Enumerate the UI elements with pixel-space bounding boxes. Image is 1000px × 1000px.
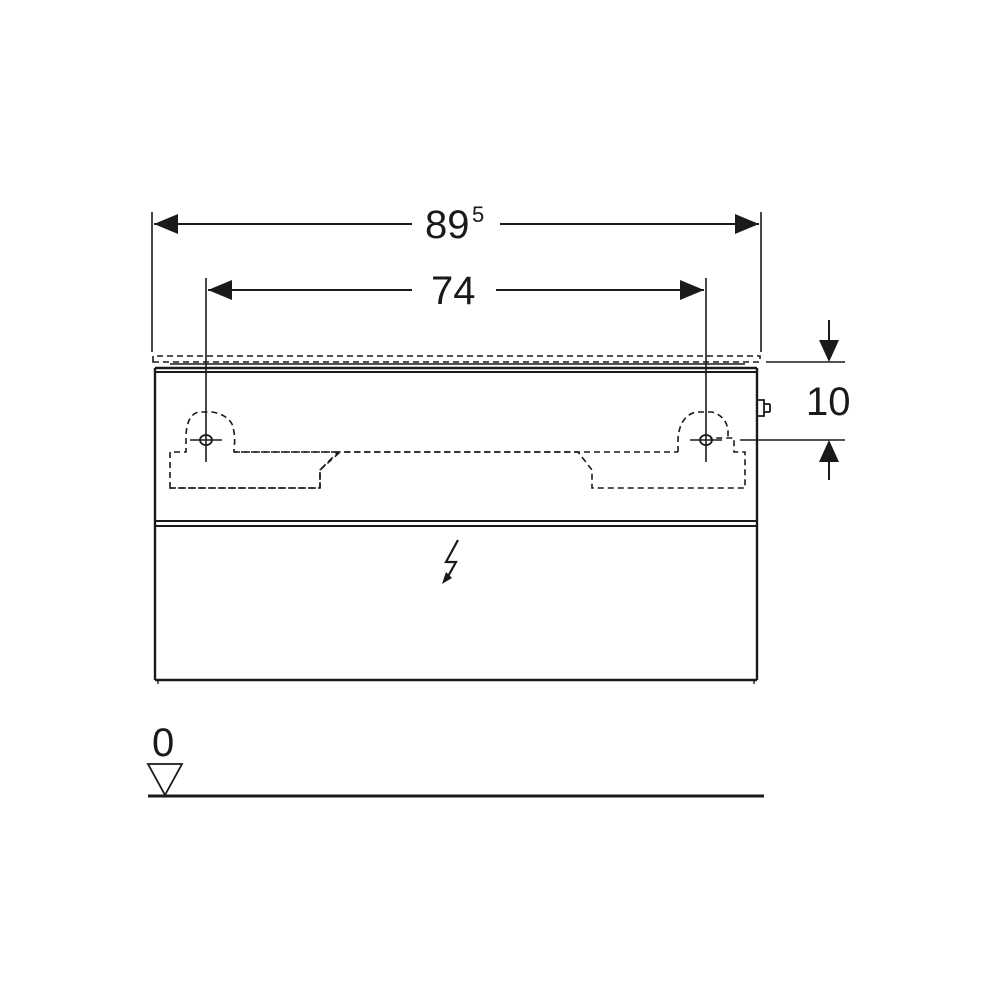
- overall-width-superscript: 5: [472, 202, 484, 227]
- hole-height-label: 10: [806, 380, 851, 424]
- floor-level-label: 0: [152, 721, 174, 765]
- arrowhead-left: [154, 214, 178, 234]
- basin-mounting-outline-right: [677, 411, 729, 452]
- floor-level-triangle-icon: [146, 763, 184, 797]
- mounting-hole-left: [190, 434, 222, 446]
- lightning-bolt-icon: [442, 539, 459, 584]
- hole-spacing-dimension: 74: [205, 269, 707, 462]
- overall-width-dimension: 89 5: [151, 202, 762, 352]
- overall-width-label: 89: [425, 203, 470, 247]
- arrowhead-10-top: [819, 340, 839, 362]
- cabinet-body: [153, 363, 771, 684]
- arrowhead-right: [735, 214, 759, 234]
- floor-level: 0: [146, 721, 764, 798]
- hole-height-dimension: 10: [740, 320, 851, 480]
- basin-mounting-outline: [169, 411, 343, 489]
- arrowhead-10-bottom: [819, 440, 839, 462]
- arrowhead-74-left: [208, 280, 232, 300]
- hole-spacing-label: 74: [431, 269, 476, 313]
- side-fitting: [757, 399, 765, 417]
- basin-mounting-outline-bottom: [170, 437, 746, 489]
- countertop-outline: [152, 355, 761, 363]
- arrowhead-74-right: [680, 280, 704, 300]
- mounting-hole-right: [690, 434, 722, 446]
